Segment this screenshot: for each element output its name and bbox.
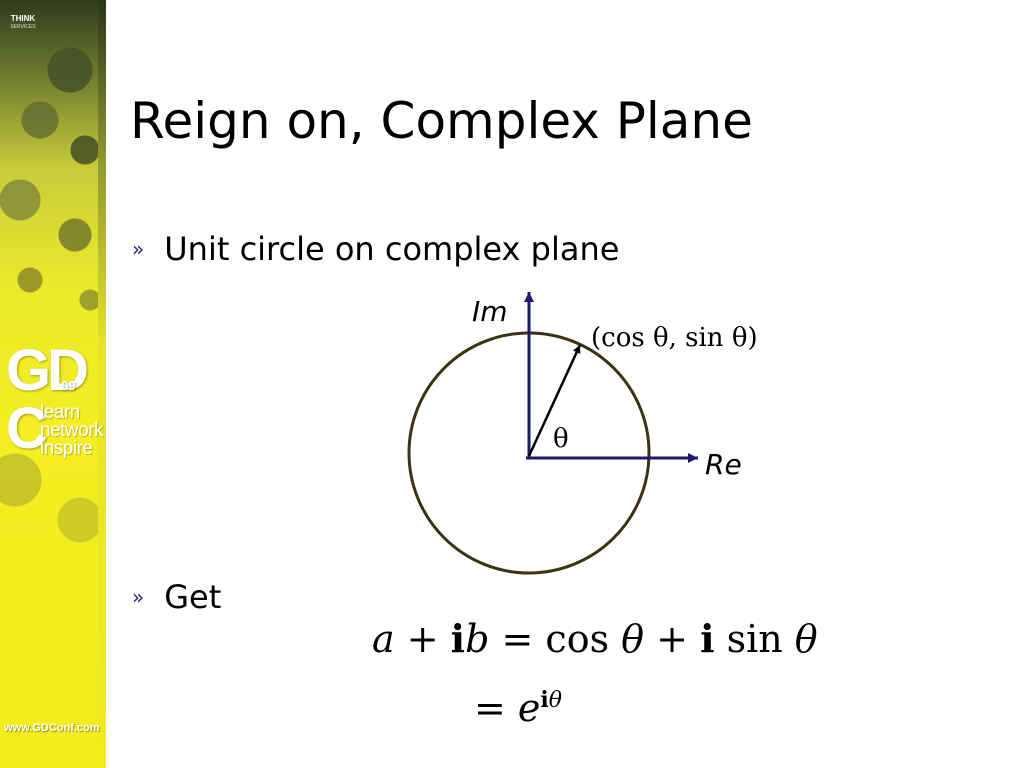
im-axis-label: Im [472,295,508,328]
bullet-text: Unit circle on complex plane [164,230,620,268]
radius-vector [527,344,582,457]
bullet-text: Get [164,578,222,616]
angle-label: θ [553,424,569,454]
bullet-marker: » [132,585,145,609]
re-axis-label: Re [705,448,742,481]
point-label: (cos θ, sin θ) [591,323,758,353]
euler-equation-line1: a + ib = cos θ + i sin θ [372,616,818,661]
gdc-tagline: learn network inspire [40,402,104,459]
euler-equation-line2: = eiθ [474,686,563,730]
bullet-get: » Get [132,578,221,616]
sidebar-stripe [98,0,106,768]
think-services-logo: THINK SERVICES [10,14,36,30]
bullet-unit-circle: » Unit circle on complex plane [132,230,619,268]
slide-title: Reign on, Complex Plane [130,92,753,150]
website-url: www.GDConf.com [4,722,100,734]
bullet-marker: » [132,237,145,261]
